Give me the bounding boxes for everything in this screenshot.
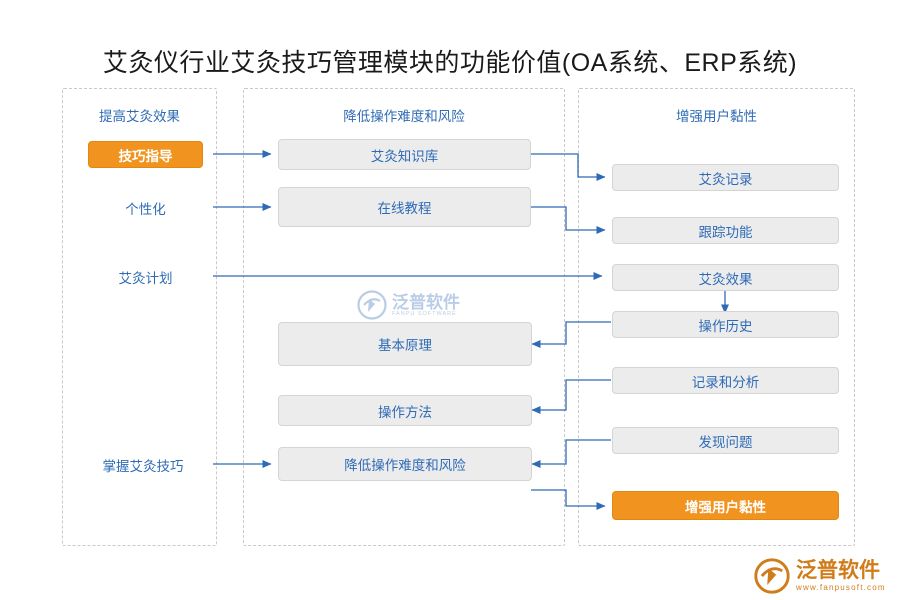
- middle-node-basic-principle[interactable]: 基本原理: [278, 322, 532, 366]
- page-title: 艾灸仪行业艾灸技巧管理模块的功能价值(OA系统、ERP系统): [102, 48, 798, 77]
- middle-node-operation-method[interactable]: 操作方法: [278, 395, 532, 426]
- middle-node-knowledge-base[interactable]: 艾灸知识库: [278, 139, 531, 170]
- left-node-moxibustion-plan[interactable]: 艾灸计划: [118, 270, 173, 286]
- middle-node-reduce-difficulty-risk[interactable]: 降低操作难度和风险: [278, 447, 532, 481]
- fanpu-logo: 泛普软件 www.fanpusoft.com: [754, 556, 894, 596]
- right-node-record-analysis[interactable]: 记录和分析: [612, 367, 839, 394]
- middle-node-online-tutorial[interactable]: 在线教程: [278, 187, 531, 227]
- column-middle-header: 降低操作难度和风险: [343, 109, 465, 124]
- right-node-operation-history[interactable]: 操作历史: [612, 311, 839, 338]
- column-middle: 降低操作难度和风险: [243, 88, 565, 546]
- left-node-technique-guidance[interactable]: 技巧指导: [88, 141, 203, 168]
- column-right-header: 增强用户黏性: [676, 109, 757, 124]
- watermark-center: 泛普软件 FANPU SOFTWARE: [357, 288, 507, 322]
- right-node-discover-problem[interactable]: 发现问题: [612, 427, 839, 454]
- column-left: 提高艾灸效果: [62, 88, 217, 546]
- right-node-tracking-function[interactable]: 跟踪功能: [612, 217, 839, 244]
- watermark-center-text: 泛普软件: [392, 292, 460, 312]
- fanpu-logo-icon: [357, 290, 387, 320]
- fanpu-logo-subtext: www.fanpusoft.com: [796, 582, 886, 592]
- column-left-header: 提高艾灸效果: [99, 109, 180, 124]
- fanpu-logo-icon-bottom: [754, 558, 790, 594]
- right-node-moxibustion-record[interactable]: 艾灸记录: [612, 164, 839, 191]
- left-node-master-skills[interactable]: 掌握艾灸技巧: [102, 458, 184, 474]
- column-right: 增强用户黏性: [578, 88, 855, 546]
- fanpu-logo-text: 泛普软件: [796, 559, 880, 583]
- watermark-center-subtext: FANPU SOFTWARE: [392, 310, 457, 317]
- right-node-enhance-stickiness[interactable]: 增强用户黏性: [612, 491, 839, 520]
- right-node-moxibustion-effect[interactable]: 艾灸效果: [612, 264, 839, 291]
- left-node-personalization[interactable]: 个性化: [125, 201, 166, 217]
